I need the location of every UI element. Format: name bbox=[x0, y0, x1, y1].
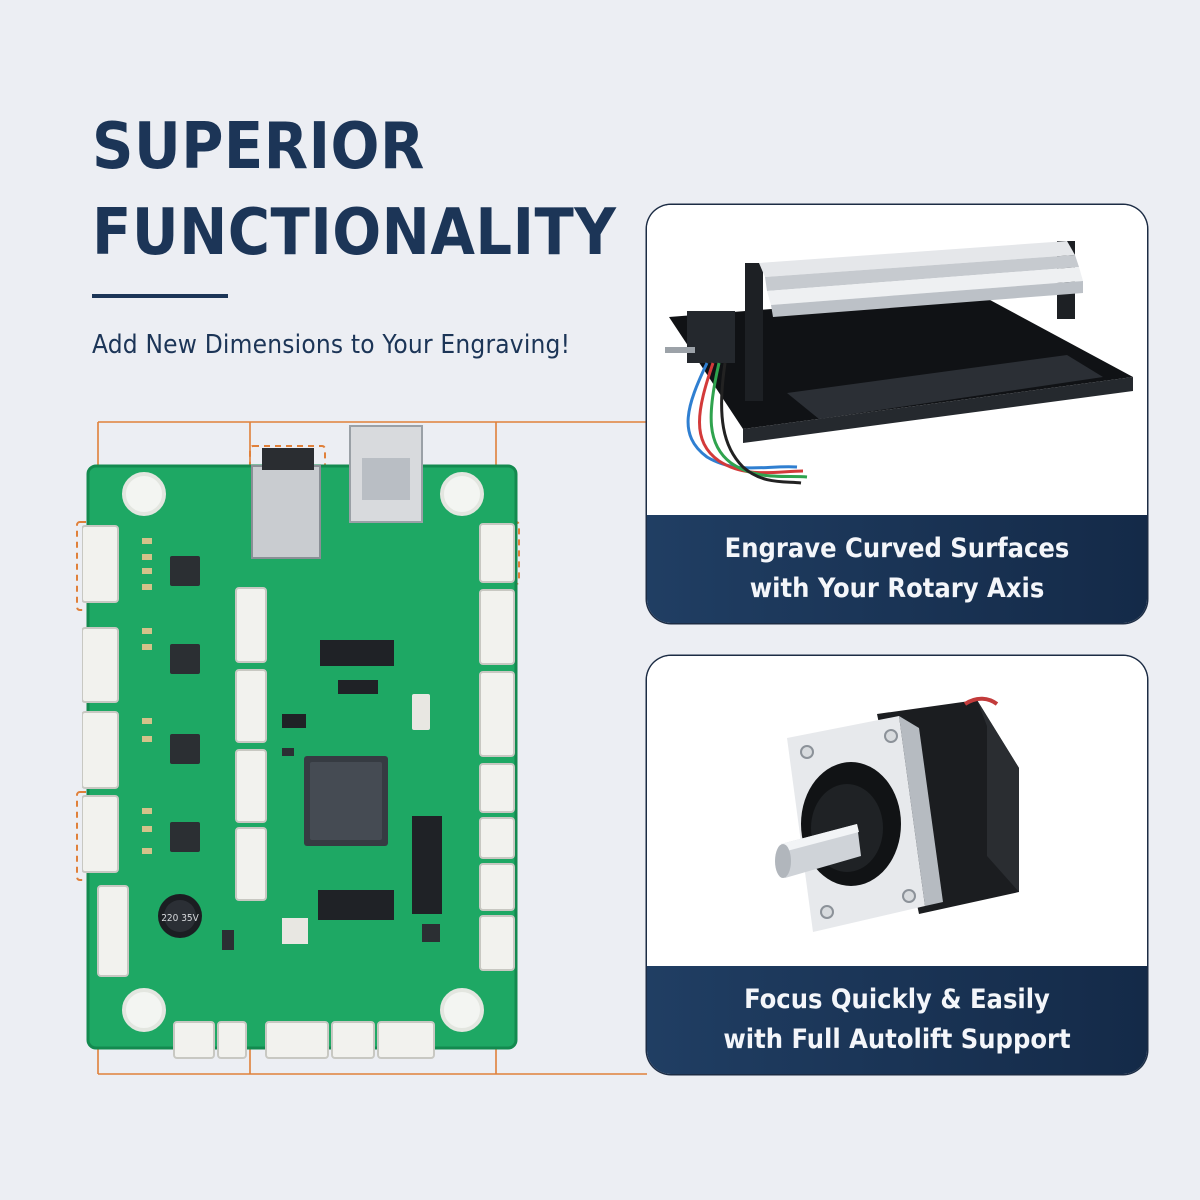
subtitle: Add New Dimensions to Your Engraving! bbox=[92, 330, 571, 360]
autolift-caption-line-1: Focus Quickly & Easily bbox=[744, 984, 1050, 1015]
rotary-caption-band: Engrave Curved Surfaces with Your Rotary… bbox=[647, 515, 1147, 623]
autolift-caption-line-2: with Full Autolift Support bbox=[723, 1024, 1071, 1055]
stepper-motor-photo bbox=[647, 656, 1147, 966]
capacitor-marking: 220 35V bbox=[161, 913, 199, 924]
headline: SUPERIOR FUNCTIONALITY bbox=[92, 104, 652, 276]
headline-line-2: FUNCTIONALITY bbox=[92, 196, 617, 270]
autolift-feature-card: Focus Quickly & Easily with Full Autolif… bbox=[647, 656, 1147, 1074]
autolift-caption-band: Focus Quickly & Easily with Full Autolif… bbox=[647, 966, 1147, 1074]
control-board-photo: 220 35V bbox=[82, 425, 518, 1059]
rotary-caption-line-2: with Your Rotary Axis bbox=[749, 573, 1045, 604]
headline-line-1: SUPERIOR bbox=[92, 110, 425, 184]
rotary-feature-card: Engrave Curved Surfaces with Your Rotary… bbox=[647, 205, 1147, 623]
headline-divider bbox=[92, 294, 228, 298]
rotary-attachment-photo bbox=[647, 205, 1147, 515]
rotary-caption-line-1: Engrave Curved Surfaces bbox=[724, 533, 1070, 564]
